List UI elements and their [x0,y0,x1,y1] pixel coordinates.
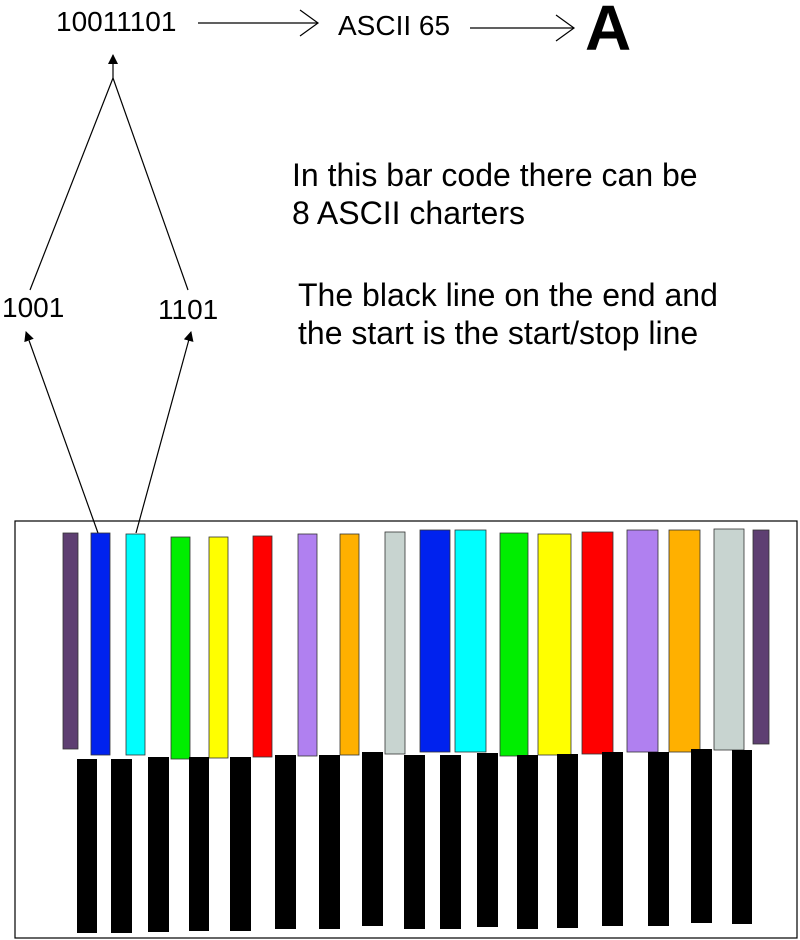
color-bar-blue [419,529,451,753]
color-bar-green [170,536,191,760]
start-stop-note-line-1: The black line on the end and [298,277,718,313]
black-bar [440,755,461,929]
start-stop-note-line-2: the start is the start/stop line [298,315,699,351]
color-bar-yellow [208,536,229,759]
color-bar-dark-purple [752,529,770,745]
right-nibble-label: 1101 [158,294,219,325]
black-bar [362,752,383,926]
black-bar [148,757,169,932]
color-bar-dark-purple [62,532,79,750]
color-bar-lavender [297,533,318,757]
color-bar-cyan [454,529,487,753]
black-bar [602,752,623,926]
color-bar-green [499,532,529,757]
color-bars [62,528,770,760]
color-bar-red [581,531,614,755]
black-bar [648,752,669,926]
capacity-note-line-1: In this bar code there can be [292,157,698,193]
arrow-binary-to-ascii [198,9,320,37]
start-stop-note: The black line on the end and the start … [298,276,718,352]
capacity-note-line-2: 8 ASCII charters [292,195,525,231]
binary-code-label: 10011101 [56,6,177,37]
left-nibble-label: 1001 [2,292,65,323]
color-bar-light-gray [713,528,745,751]
black-bar [230,757,251,931]
black-bar [691,749,712,923]
color-bar-lavender [626,529,659,753]
color-bar-orange [339,533,360,756]
black-bar [732,750,752,924]
capacity-note: In this bar code there can be 8 ASCII ch… [292,156,698,232]
barcode-frame [14,520,798,939]
ascii-character-label: A [585,0,632,64]
color-bar-blue [90,532,111,756]
black-bar [557,754,578,928]
color-bar-orange [668,529,701,753]
arrow-ascii-to-char [470,14,576,42]
black-bar [517,755,538,929]
black-bars [77,749,752,933]
arrow-bar-to-left-nibble [24,331,99,534]
color-bar-light-gray [384,531,406,755]
black-bar [404,755,425,929]
black-bar [111,759,132,933]
black-bar [275,755,296,929]
split-lines [29,77,189,291]
color-bar-yellow [537,533,572,756]
black-bar [189,757,209,931]
color-bar-red [252,535,273,758]
arrow-bar-to-right-nibble [135,331,194,534]
ascii-code-label: ASCII 65 [338,10,451,41]
black-bar [477,753,498,927]
color-bar-cyan [125,533,146,756]
black-bar [319,755,340,929]
black-bar [77,759,97,933]
